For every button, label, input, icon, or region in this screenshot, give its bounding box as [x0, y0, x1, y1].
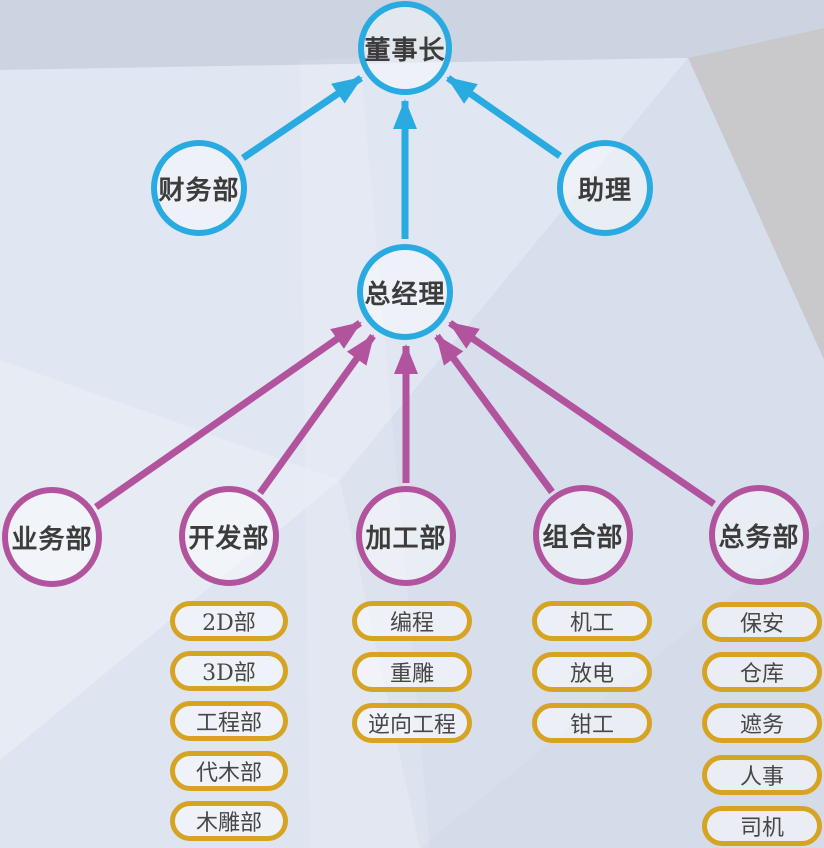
- arrow-assembly-to-gm: [434, 333, 555, 495]
- pill-engineering-dept: 工程部: [170, 701, 288, 741]
- pill-recarving-label: 重雕: [389, 662, 434, 687]
- node-assistant: 助理: [557, 140, 653, 236]
- pill-3d-dept-label: 3D部: [202, 661, 256, 686]
- arrow-business-to-gm: [93, 320, 363, 510]
- pill-2d-dept: 2D部: [170, 601, 288, 641]
- node-finance: 财务部: [151, 140, 247, 236]
- node-assembly-dept: 组合部: [533, 485, 633, 585]
- arrow-assistant-to-chairman: [445, 75, 563, 159]
- pill-general-duties-label: 遮务: [739, 713, 784, 738]
- pill-pattern-dept: 代木部: [170, 751, 288, 791]
- pill-fitter-label: 钳工: [569, 713, 614, 738]
- pill-wood-carving-dept: 木雕部: [170, 801, 288, 841]
- pill-reverse-engineering: 逆向工程: [352, 703, 472, 743]
- pill-edm-label: 放电: [569, 662, 614, 687]
- pill-hr: 人事: [702, 755, 822, 795]
- node-development-dept: 开发部: [179, 486, 279, 586]
- node-finance-label: 财务部: [158, 175, 240, 206]
- pill-programming-label: 编程: [389, 611, 434, 636]
- node-chairman: 董事长: [358, 1, 452, 95]
- pill-security: 保安: [702, 602, 822, 642]
- node-general-manager: 总经理: [357, 244, 453, 340]
- node-general-affairs-dept-label: 总务部: [718, 522, 800, 553]
- node-assembly-dept-label: 组合部: [542, 522, 624, 553]
- arrow-finance-to-chairman: [241, 75, 363, 161]
- pill-recarving: 重雕: [352, 652, 472, 692]
- pill-engineering-dept-label: 工程部: [195, 711, 262, 736]
- pill-programming: 编程: [352, 601, 472, 641]
- node-general-affairs-dept: 总务部: [709, 485, 809, 585]
- pill-warehouse-label: 仓库: [739, 662, 784, 687]
- node-processing-dept: 加工部: [356, 486, 456, 586]
- node-development-dept-label: 开发部: [188, 523, 270, 554]
- arrow-development-to-gm: [257, 333, 376, 496]
- pill-reverse-engineering-label: 逆向工程: [367, 713, 456, 738]
- pill-general-duties: 遮务: [702, 703, 822, 743]
- pill-security-label: 保安: [739, 612, 784, 637]
- node-business-dept-label: 业务部: [11, 524, 93, 555]
- pill-driver-label: 司机: [739, 816, 784, 841]
- pill-driver: 司机: [702, 806, 822, 846]
- pill-machinist: 机工: [532, 601, 652, 641]
- pill-3d-dept: 3D部: [170, 651, 288, 691]
- node-assistant-label: 助理: [577, 175, 632, 206]
- pill-warehouse: 仓库: [702, 652, 822, 692]
- pill-2d-dept-label: 2D部: [202, 611, 256, 636]
- node-chairman-label: 董事长: [364, 35, 446, 66]
- arrow-general-affairs-to-gm: [448, 320, 716, 507]
- pill-hr-label: 人事: [739, 765, 784, 790]
- node-business-dept: 业务部: [2, 487, 102, 587]
- pill-machinist-label: 机工: [569, 611, 614, 636]
- pill-wood-carving-dept-label: 木雕部: [195, 811, 262, 836]
- node-processing-dept-label: 加工部: [365, 523, 447, 554]
- node-general-manager-label: 总经理: [364, 279, 446, 310]
- pill-pattern-dept-label: 代木部: [195, 761, 262, 786]
- pill-fitter: 钳工: [532, 703, 652, 743]
- pill-edm: 放电: [532, 652, 652, 692]
